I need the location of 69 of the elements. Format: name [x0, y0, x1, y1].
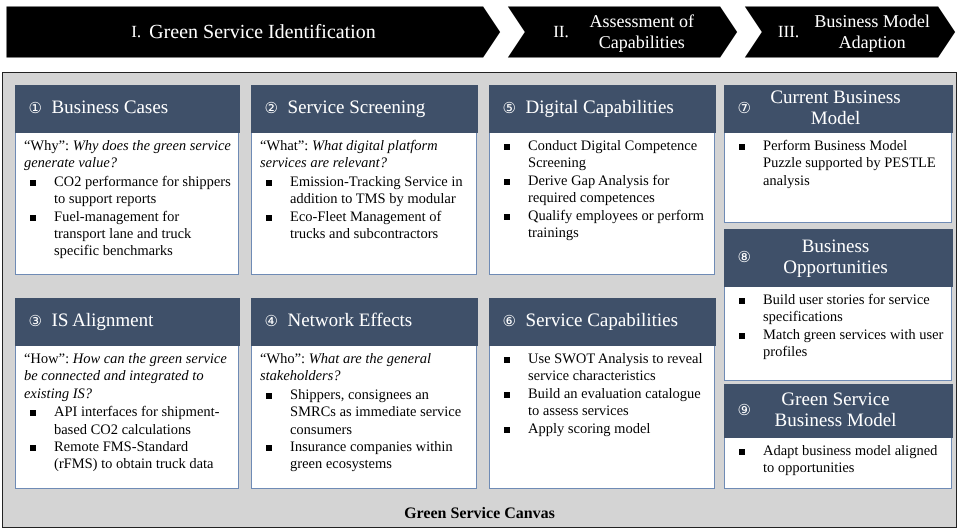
step-number: ④ — [264, 313, 278, 331]
bullet-text: Apply scoring model — [528, 420, 650, 438]
bullet-text: Derive Gap Analysis for required competences — [528, 172, 670, 208]
canvas-panel — [2, 72, 957, 528]
bullet-text: Match green services with user profiles — [763, 326, 944, 362]
bullet-text: Emission-Tracking Service in addition to TMS by modular — [290, 174, 464, 209]
bullet-text: Shippers, consignees an SMRCs as immediate service consumers — [290, 386, 462, 439]
step-number: ⑧ — [738, 249, 750, 267]
canvas-card — [489, 85, 715, 275]
guiding-question: “How”: How can the green service be connected and integrated to existing IS? — [24, 351, 228, 404]
card-title: Green Service Business Model — [774, 390, 898, 432]
bullet-text: Perform Business Model Puzzle supported by PESTLE analysis — [763, 138, 937, 190]
phase-title: Assessment of Capabilities — [588, 11, 696, 53]
card-title: Service Capabilities — [526, 311, 678, 332]
bullet-text: Insurance companies within green ecosystems — [290, 438, 454, 474]
bullet-text: CO2 performance for shippers to support reports — [54, 174, 232, 209]
bullet-text: Eco-Fleet Management of trucks and subcontractors — [290, 208, 442, 244]
guiding-question: “Why”: Why does the green service generate value? — [24, 138, 232, 173]
step-number: ⑤ — [502, 100, 516, 118]
bullet-text: Build an evaluation catalogue to assess services — [528, 386, 702, 421]
card-title: Network Effects — [288, 311, 412, 332]
card-header — [724, 228, 952, 286]
canvas-title: Green Service Canvas — [403, 505, 556, 523]
bullet-text: Conduct Digital Competence Screening — [528, 138, 698, 173]
bullet-text: Qualify employees or perform trainings — [528, 208, 705, 242]
bullet-text: Remote FMS-Standard (rFMS) to obtain truck data — [54, 438, 214, 474]
card-header — [14, 84, 240, 132]
card-header — [488, 298, 716, 346]
card-header — [250, 298, 478, 346]
canvas-card — [251, 85, 477, 275]
step-number: ① — [28, 100, 42, 118]
canvas-card — [724, 85, 952, 223]
canvas-card — [15, 85, 239, 275]
phase-header-band — [505, 5, 739, 59]
canvas-card — [724, 384, 952, 489]
phase-header-band — [742, 5, 957, 59]
phase-numeral: II. — [553, 22, 569, 42]
step-number: ⑥ — [502, 313, 516, 331]
phase-header-band — [5, 5, 502, 59]
phase-numeral: I. — [131, 22, 142, 42]
card-title: Current Business Model — [769, 88, 902, 130]
bullet-text: API interfaces for shipment-based CO2 calculations — [54, 404, 220, 439]
card-title: Service Screening — [288, 98, 426, 119]
step-number: ⑦ — [738, 100, 750, 118]
bullet-text: Adapt business model aligned to opportunities — [763, 443, 938, 478]
phase-title: Business Model Adaption — [813, 11, 931, 53]
card-title: Business Cases — [52, 98, 168, 119]
card-title: IS Alignment — [52, 311, 154, 332]
canvas-card — [489, 298, 715, 489]
card-header — [14, 298, 240, 346]
card-header — [724, 84, 952, 132]
bullet-text: Use SWOT Analysis to reveal service characteristics — [528, 351, 704, 386]
phase-numeral: III. — [778, 22, 800, 42]
canvas-card — [15, 298, 239, 489]
canvas-card — [724, 229, 952, 381]
bullet-text: Fuel-management for transport lane and truck specific benchmarks — [54, 208, 192, 261]
step-number: ② — [264, 100, 278, 118]
card-header — [724, 384, 952, 438]
phase-title: Green Service Identification — [149, 20, 376, 44]
card-header — [488, 84, 716, 132]
bullet-text: Build user stories for service specifications — [763, 292, 931, 327]
guiding-question: “What”: What digital platform services are relevant? — [260, 138, 439, 173]
guiding-question: “Who”: What are the general stakeholders? — [260, 351, 432, 386]
step-number: ③ — [28, 313, 42, 331]
canvas-card — [251, 298, 477, 489]
step-number: ⑨ — [738, 402, 750, 420]
card-header — [250, 84, 478, 132]
card-title: Digital Capabilities — [526, 98, 674, 119]
card-title: Business Opportunities — [782, 236, 889, 278]
